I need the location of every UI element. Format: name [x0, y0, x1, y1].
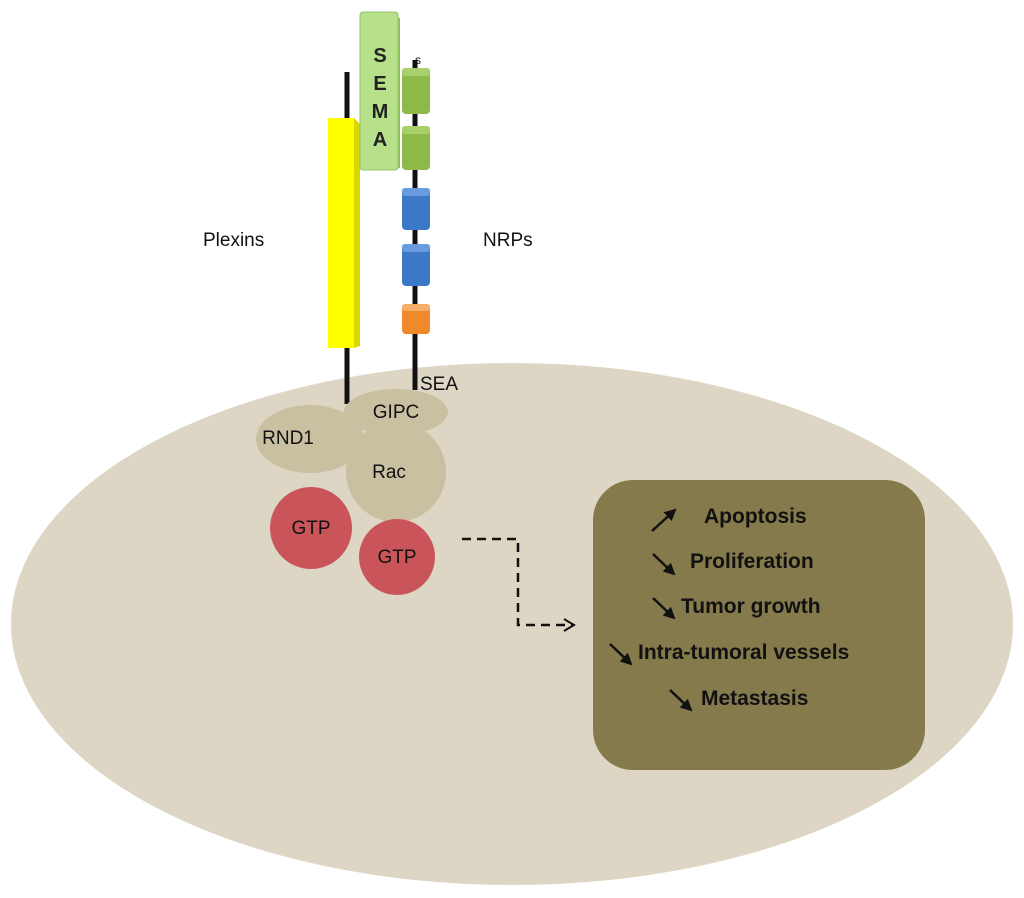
nrp-domain-c — [402, 304, 430, 334]
gipc-label: GIPC — [373, 402, 419, 423]
nrp-domain-b2 — [402, 244, 430, 286]
proliferation-down-arrow-icon — [652, 553, 676, 576]
effect-tumor-growth: Tumor growth — [681, 595, 821, 618]
signaling-dashed-arrow — [462, 537, 576, 632]
sema-letter-s: S — [373, 45, 386, 67]
gipc-protein — [344, 389, 448, 435]
nrps-label: NRPs — [483, 230, 533, 251]
sema-letter-m: M — [372, 101, 389, 123]
rnd1-label: RND1 — [262, 428, 314, 449]
metastasis-down-arrow-icon — [669, 689, 693, 712]
sema-letter-a: A — [373, 129, 387, 151]
effect-metastasis: Metastasis — [701, 687, 808, 710]
gtp-right — [359, 519, 435, 595]
plexin-receptor — [328, 118, 354, 348]
nrp-tiny-label: s — [415, 53, 421, 67]
gtp-right-label: GTP — [377, 547, 416, 568]
nrp-domain-a1 — [402, 68, 430, 114]
effect-intra-tumoral-vessels: Intra-tumoral vessels — [638, 641, 849, 664]
vessels-down-arrow-icon — [609, 643, 633, 666]
nrp-domain-b1 — [402, 188, 430, 230]
rac-label: Rac — [372, 462, 406, 483]
sea-label: SEA — [420, 374, 458, 395]
gtp-left — [270, 487, 352, 569]
rnd1-protein — [256, 405, 364, 473]
apoptosis-up-arrow-icon — [651, 508, 677, 532]
sema-letter-e: E — [373, 73, 386, 95]
nrp-domain-a2 — [402, 126, 430, 170]
effect-proliferation: Proliferation — [690, 550, 814, 573]
effects-box — [593, 480, 925, 770]
sema-ligand — [359, 11, 399, 171]
effect-apoptosis: Apoptosis — [704, 505, 807, 528]
rac-protein — [346, 422, 446, 522]
tumor-growth-down-arrow-icon — [652, 597, 676, 620]
plexin-receptor-edge — [354, 118, 360, 348]
plexins-label: Plexins — [203, 230, 264, 251]
gtp-left-label: GTP — [291, 518, 330, 539]
